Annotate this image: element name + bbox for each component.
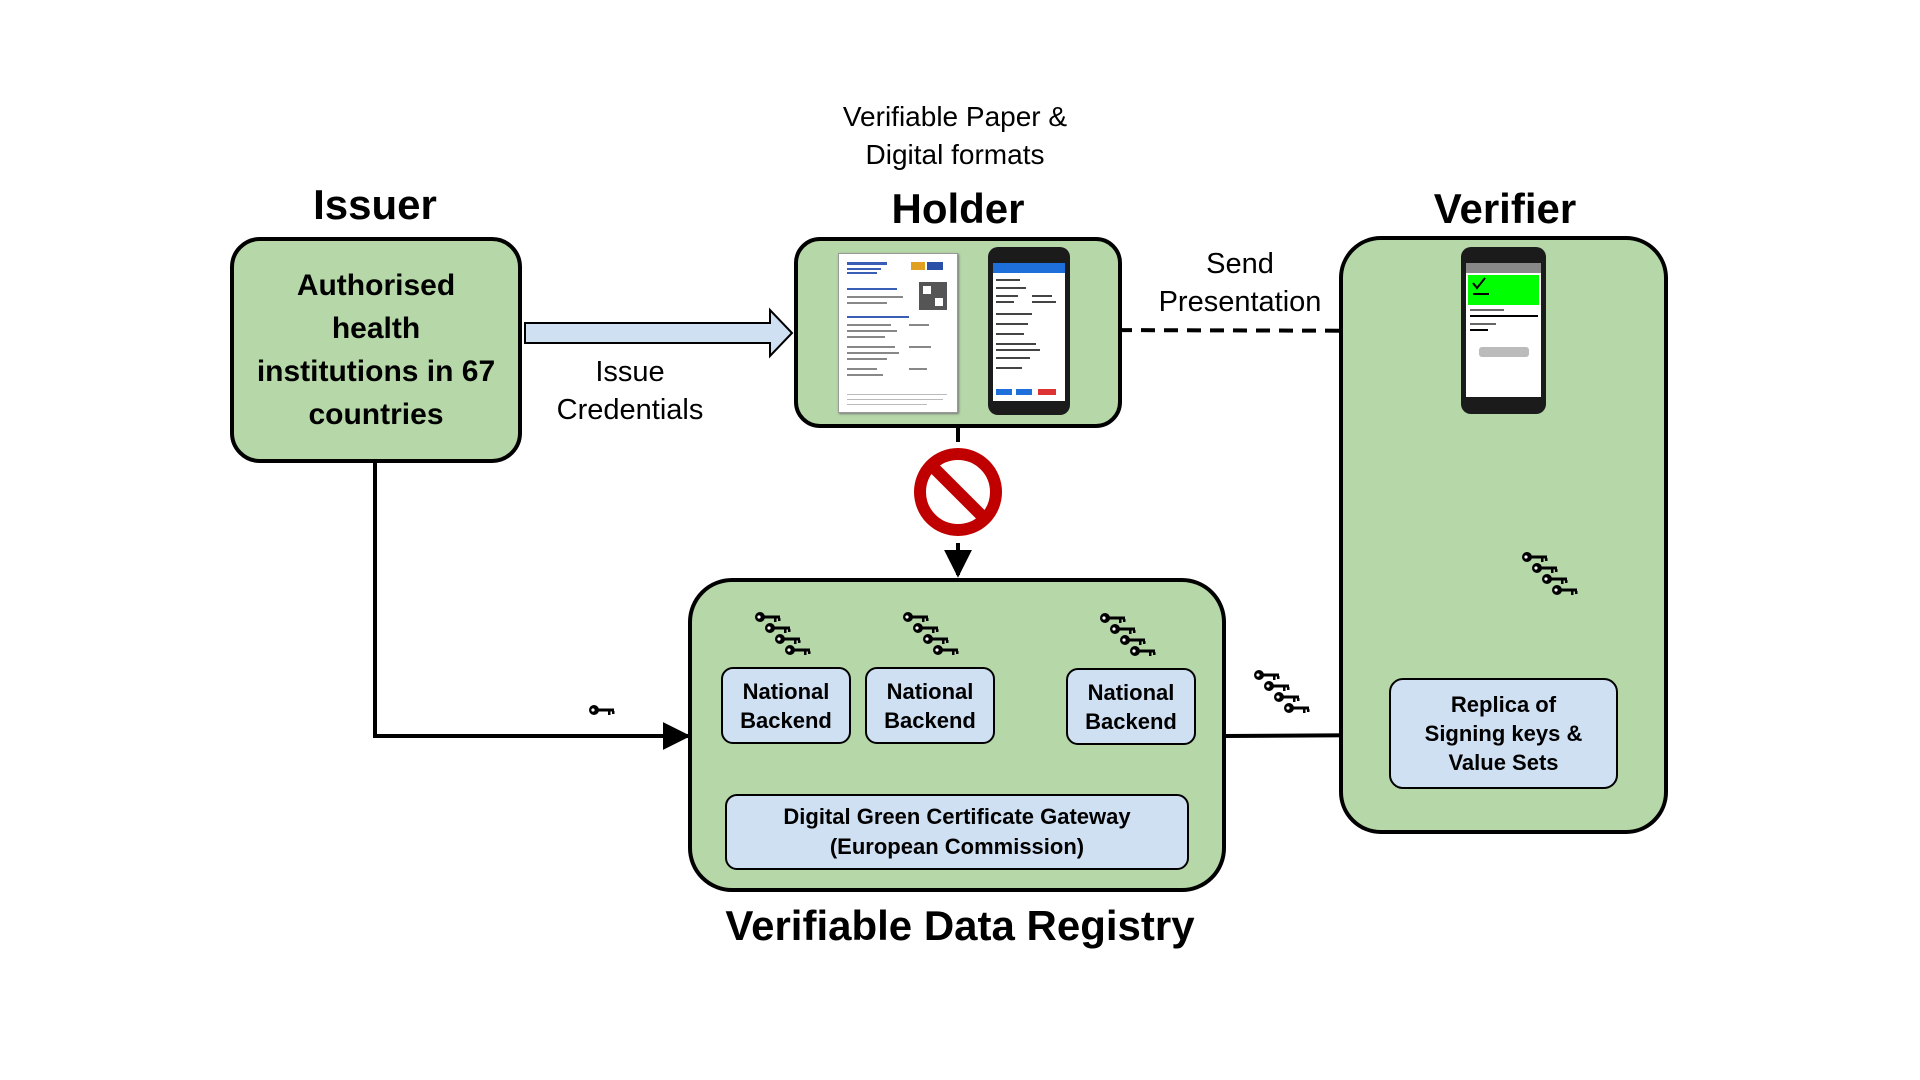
- send-presentation-label: Send Presentation: [1158, 248, 1322, 318]
- key-icon: [774, 632, 802, 651]
- key-icon: [1273, 690, 1301, 709]
- key-icon: [932, 643, 960, 662]
- issue-credentials-arrow: [524, 307, 794, 359]
- replica-box: Replica of Signing keys & Value Sets: [1389, 678, 1618, 789]
- issuer-box: Authorised health institutions in 67 cou…: [230, 237, 522, 463]
- key-icon: [1129, 644, 1157, 663]
- key-icon: [1109, 622, 1137, 641]
- key-icon: [1521, 550, 1549, 569]
- paper-certificate-icon: [838, 253, 958, 413]
- issue-credentials-label: Issue Credentials: [556, 356, 704, 426]
- key-icon: [1119, 633, 1147, 652]
- holder-caption: Verifiable Paper & Digital formats: [842, 101, 1068, 170]
- national-backend-3: National Backend: [1066, 668, 1196, 745]
- holder-smartphone-icon: [988, 247, 1070, 415]
- key-icon: [1541, 572, 1569, 591]
- key-icon: [588, 703, 616, 722]
- prohibited-icon: [914, 448, 1002, 536]
- key-icon: [912, 621, 940, 640]
- key-icon: [1263, 679, 1291, 698]
- issuer-box-text: Authorised health institutions in 67 cou…: [256, 269, 496, 431]
- issuer-registry-arrow: [373, 463, 691, 750]
- issuer-title: Issuer: [313, 181, 437, 228]
- key-icon: [922, 632, 950, 651]
- holder-box: [794, 237, 1122, 428]
- holder-title: Holder: [891, 185, 1025, 232]
- key-icon: [764, 621, 792, 640]
- send-presentation-arrow: [1071, 316, 1461, 345]
- national-backend-1: National Backend: [721, 667, 851, 744]
- key-icon: [784, 643, 812, 662]
- key-icon: [1283, 701, 1311, 720]
- registry-title: Verifiable Data Registry: [725, 902, 1195, 949]
- key-icon: [1253, 668, 1281, 687]
- key-icon: [754, 610, 782, 629]
- holder-phone-screen: [993, 263, 1065, 401]
- verifier-phone-screen: [1466, 263, 1541, 397]
- national-backend-2: National Backend: [865, 667, 995, 744]
- key-icon: [902, 610, 930, 629]
- key-icon: [1531, 561, 1559, 580]
- gateway-box: Digital Green Certificate Gateway (Europ…: [725, 794, 1189, 870]
- paper-certificate-graphic: [847, 262, 947, 405]
- verifier-smartphone-icon: [1461, 247, 1546, 414]
- key-icon: [1551, 583, 1579, 602]
- key-icon: [1099, 611, 1127, 630]
- verifier-title: Verifier: [1433, 185, 1577, 232]
